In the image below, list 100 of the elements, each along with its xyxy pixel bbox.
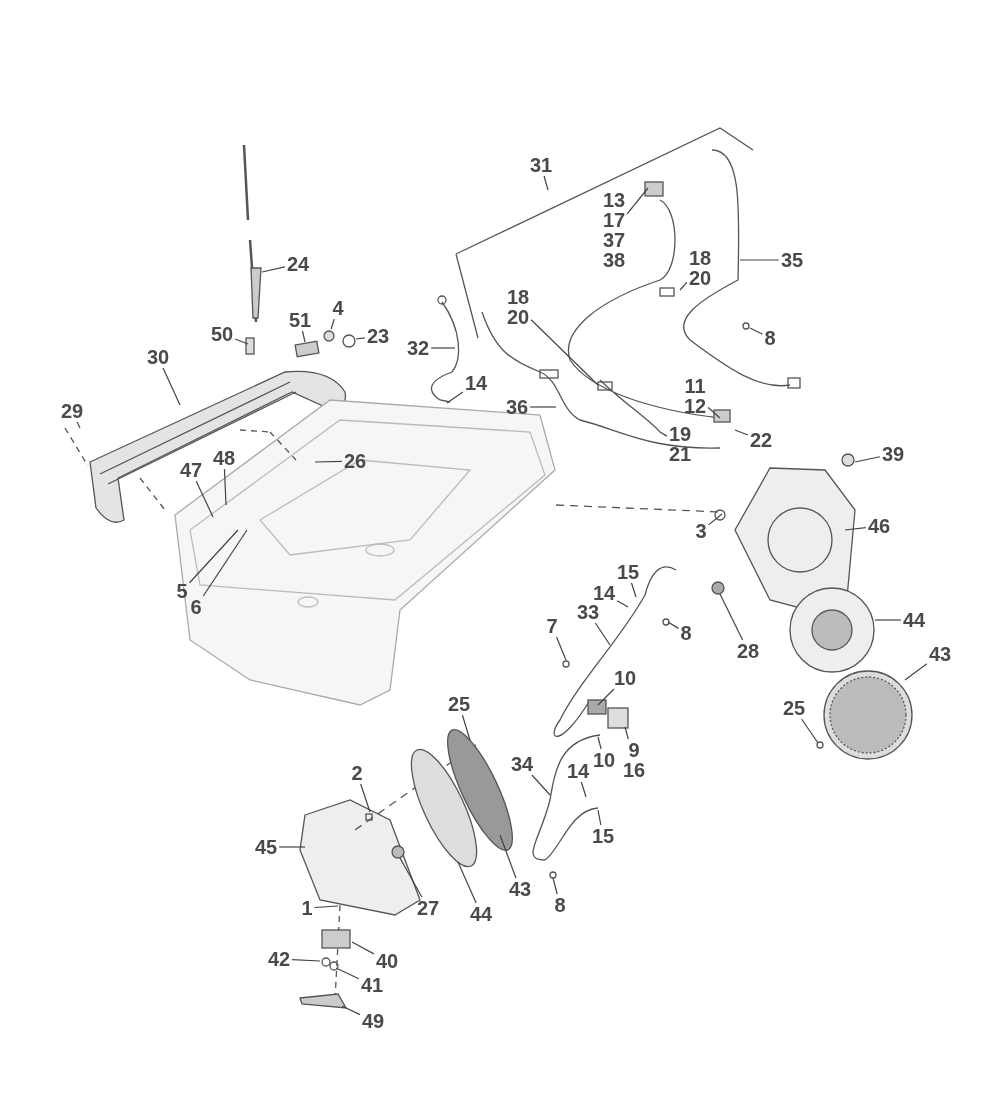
leader-line (162, 367, 181, 406)
leader-line (616, 600, 629, 608)
callout-number: 43 (508, 879, 532, 899)
callout-number: 19 (668, 424, 692, 444)
leader-line (626, 187, 649, 215)
callout-number: 32 (406, 338, 430, 358)
callout-number: 12 (683, 396, 707, 416)
leader-line (278, 846, 306, 848)
callout-number: 14 (566, 761, 590, 781)
leader-line (314, 460, 343, 463)
leader-line (580, 781, 587, 798)
callout-number: 9 (627, 740, 641, 760)
callout-number: 16 (622, 760, 646, 780)
leader-line (301, 330, 306, 343)
leader-line (552, 877, 558, 895)
callout-number: 35 (780, 250, 804, 270)
leader-line (739, 259, 780, 261)
callout-number: 48 (212, 448, 236, 468)
callout-number: 20 (506, 307, 530, 327)
leader-line (597, 809, 602, 826)
callout-number: 44 (902, 610, 926, 630)
callout-number: 42 (267, 949, 291, 969)
leader-line (335, 967, 360, 980)
leader-line (341, 1005, 361, 1016)
callout-number: 45 (254, 837, 278, 857)
callout-number: 17 (602, 210, 626, 230)
leader-line (597, 736, 602, 750)
callout-number: 27 (416, 898, 440, 918)
callout-number: 34 (510, 754, 534, 774)
leader-line (234, 338, 249, 345)
leader-line (223, 468, 227, 506)
callout-number: 28 (736, 641, 760, 661)
callout-number: 8 (680, 623, 692, 643)
callout-number: 21 (668, 444, 692, 464)
leader-line (904, 663, 928, 681)
callout-number: 49 (361, 1011, 385, 1031)
leader-line (594, 622, 611, 646)
leader-line (597, 688, 615, 706)
leader-line (355, 337, 366, 340)
callout-number: 22 (749, 430, 773, 450)
callout-number: 43 (928, 644, 952, 664)
callout-number: 6 (190, 597, 202, 617)
leader-line (800, 718, 819, 744)
leader-line (261, 266, 286, 273)
leader-line (313, 905, 339, 909)
leader-line (360, 783, 371, 813)
callout-number: 18 (688, 248, 712, 268)
callout-number: 41 (360, 975, 384, 995)
callout-number: 36 (505, 397, 529, 417)
callout-number: 30 (146, 347, 170, 367)
leader-line (854, 456, 881, 463)
leader-line (76, 421, 81, 429)
callout-number: 5 (176, 581, 188, 601)
callout-number: 29 (60, 401, 84, 421)
leader-line (630, 582, 637, 598)
callout-number: 8 (554, 895, 566, 915)
leader-line (749, 327, 764, 335)
leader-line (543, 175, 549, 191)
callout-number: 15 (616, 562, 640, 582)
callout-number: 7 (546, 616, 558, 636)
leader-line (430, 347, 456, 349)
leader-line (195, 480, 214, 518)
callout-number: 50 (210, 324, 234, 344)
callout-number: 8 (764, 328, 776, 348)
leader-line (707, 513, 723, 526)
callout-number: 40 (375, 951, 399, 971)
leader-line (530, 319, 599, 386)
callout-number: 24 (286, 254, 310, 274)
leader-line (529, 406, 557, 408)
callout-number: 51 (288, 310, 312, 330)
leader-line (446, 391, 464, 404)
callout-number: 38 (602, 250, 626, 270)
callout-number: 10 (613, 668, 637, 688)
leader-line (399, 857, 423, 898)
callout-number: 39 (881, 444, 905, 464)
leader-line (719, 593, 744, 641)
leader-line (202, 529, 248, 597)
callout-number: 1 (301, 898, 313, 918)
callout-number: 25 (782, 698, 806, 718)
callout-number: 31 (529, 155, 553, 175)
callout-number: 44 (469, 904, 493, 924)
callout-number: 20 (688, 268, 712, 288)
callout-number: 18 (506, 287, 530, 307)
leader-line (351, 941, 375, 955)
callout-number: 10 (592, 750, 616, 770)
callout-number: 46 (867, 516, 891, 536)
callout-number: 47 (179, 460, 203, 480)
leader-line (734, 429, 749, 436)
callout-number: 14 (464, 373, 488, 393)
leader-line (659, 431, 668, 437)
leader-line (188, 529, 239, 584)
callout-number: 23 (366, 326, 390, 346)
leader-line (667, 621, 680, 629)
callout-number: 37 (602, 230, 626, 250)
callout-number: 33 (576, 602, 600, 622)
callout-number: 14 (592, 583, 616, 603)
leader-line (707, 406, 721, 419)
leader-line (457, 861, 477, 904)
callout-number: 13 (602, 190, 626, 210)
leader-line (499, 834, 517, 879)
